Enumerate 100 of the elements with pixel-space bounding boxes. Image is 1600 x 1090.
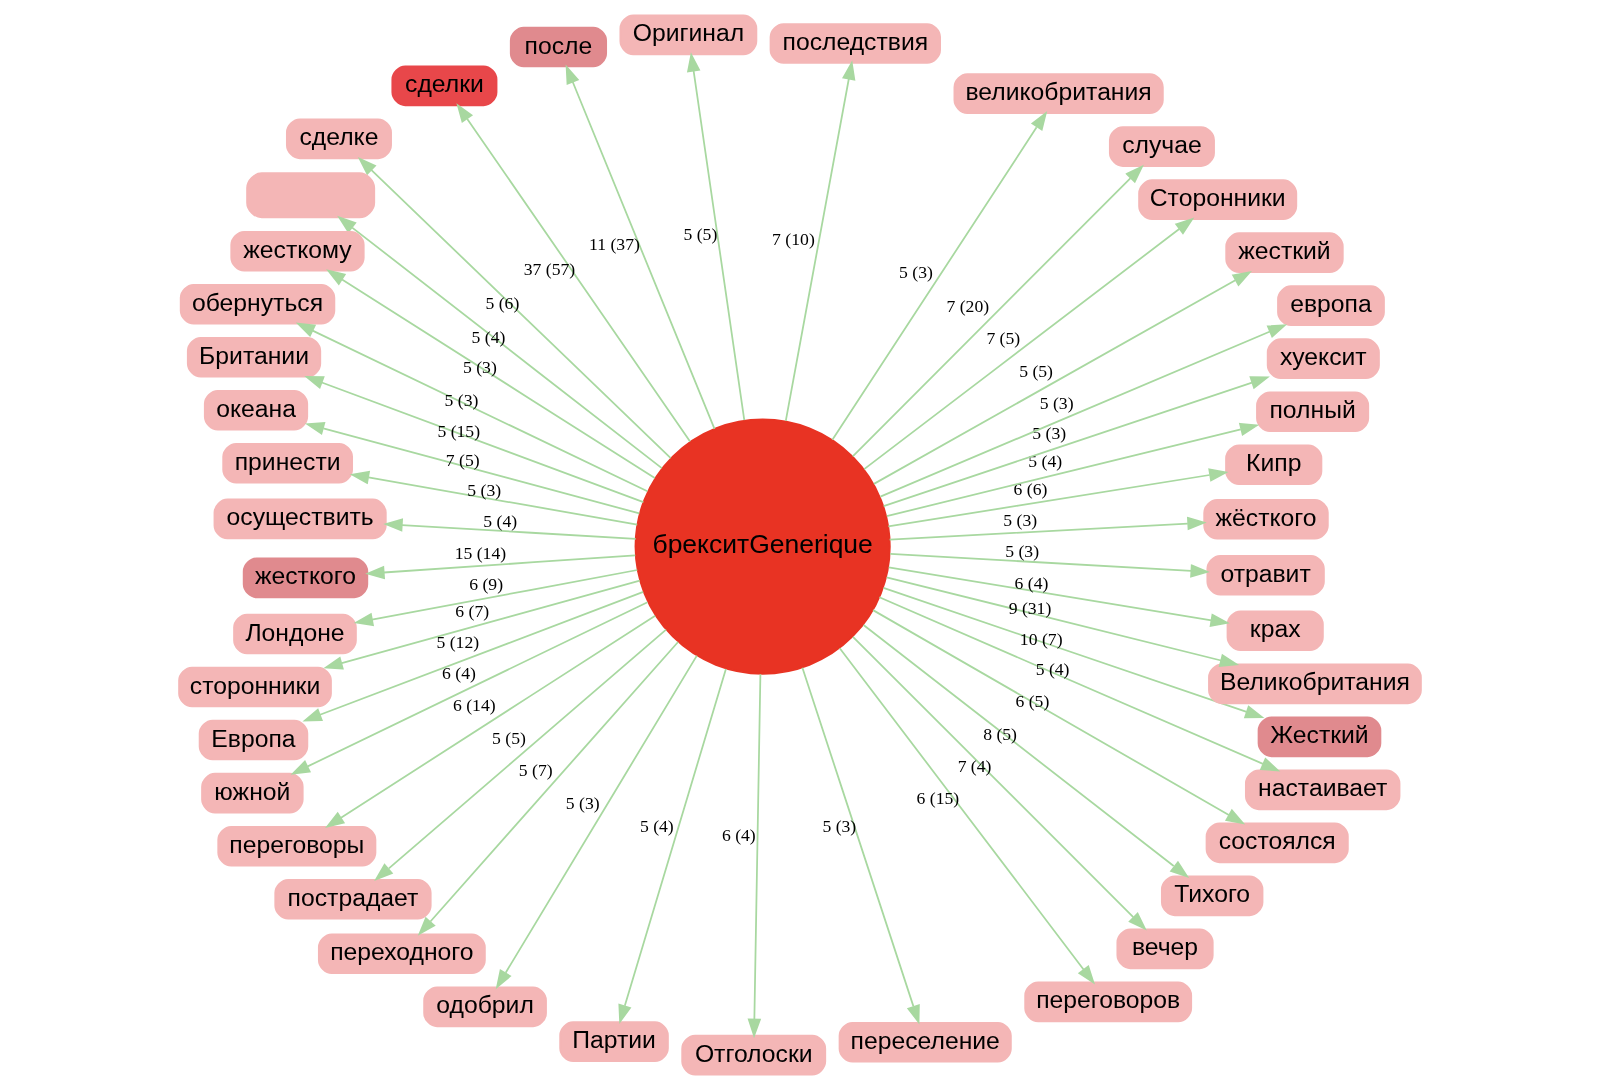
arrow	[618, 668, 727, 1025]
node-box: полный	[1256, 391, 1370, 433]
edge-label: 8 (5)	[983, 724, 1017, 745]
edge-label: 6 (4)	[1014, 572, 1049, 593]
edge-label: 6 (5)	[1015, 691, 1050, 712]
edge-label: 37 (57)	[523, 258, 576, 279]
node-box: одобрил	[423, 986, 547, 1028]
arrow	[353, 569, 639, 627]
arrow	[862, 624, 1190, 878]
arrow	[885, 422, 1260, 517]
arrow	[325, 614, 657, 829]
node-box: Кипр	[1225, 444, 1323, 486]
edge-label: 6 (15)	[916, 787, 960, 808]
arrow	[863, 217, 1195, 471]
arrow	[323, 579, 641, 670]
arrow	[882, 376, 1270, 507]
arrow	[304, 375, 645, 504]
arrow	[851, 164, 1144, 458]
edge-label: 5 (6)	[485, 292, 520, 313]
edge-label: 7 (10)	[772, 228, 815, 249]
node-box: Тихого	[1160, 875, 1264, 917]
node-box: европа	[1277, 285, 1385, 326]
arrow	[290, 601, 649, 775]
node-box: принести	[222, 443, 353, 484]
edge-label: 5 (3)	[1039, 392, 1074, 413]
arrow	[872, 609, 1246, 825]
arrow	[295, 322, 649, 493]
arrow	[831, 111, 1048, 441]
node-box: случае	[1108, 126, 1215, 167]
edge-label: 10 (7)	[1019, 628, 1063, 649]
arrow	[882, 586, 1265, 719]
edge-label: 6 (6)	[1013, 479, 1048, 500]
node-circle: брекситGenerique	[634, 418, 891, 675]
node-box: крах	[1226, 610, 1324, 652]
edge-label: 5 (3)	[444, 389, 479, 410]
node-box: Оригинал	[619, 14, 758, 56]
edge-label: 5 (4)	[639, 816, 674, 837]
arrow	[686, 52, 746, 421]
arrow	[888, 516, 1207, 541]
edge-label: 6 (4)	[442, 663, 476, 684]
edge-label: 5 (4)	[483, 510, 518, 531]
edge-label: 6 (9)	[469, 573, 504, 594]
node-box: жесткого	[242, 557, 369, 599]
edge-label: 5 (3)	[1003, 510, 1038, 531]
node-box: обернуться	[179, 283, 336, 325]
edge-label: 6 (4)	[721, 825, 756, 846]
node-box: Партии	[559, 1021, 669, 1062]
arrow	[383, 518, 637, 540]
node-box	[246, 172, 376, 219]
edge-label: 5 (5)	[492, 727, 526, 748]
edge-label: 5 (3)	[467, 479, 502, 500]
node-box: Британии	[186, 336, 322, 378]
edge-label: 7 (4)	[957, 755, 992, 776]
node-box: жесткий	[1225, 232, 1344, 273]
node-box: переходного	[317, 933, 486, 975]
edge-label: 11 (37)	[589, 234, 640, 254]
arrow	[565, 64, 716, 430]
edge-label: 5 (12)	[436, 632, 480, 653]
arrow	[349, 470, 639, 526]
node-box: Лондоне	[233, 613, 357, 655]
node-box: Европа	[198, 719, 309, 761]
node-box: хуексит	[1266, 338, 1380, 379]
edge-label: 6 (7)	[455, 600, 490, 621]
node-box: Великобритания	[1208, 663, 1422, 705]
node-box: настаивает	[1244, 769, 1401, 811]
edge-label: 5 (5)	[1019, 360, 1054, 381]
edge-label: 5 (3)	[1032, 423, 1067, 443]
node-box: Жесткий	[1257, 716, 1382, 758]
arrow	[304, 421, 641, 515]
edge-label: 5 (4)	[471, 326, 506, 347]
edge-label: 6 (14)	[452, 695, 496, 716]
node-box: переселение	[838, 1021, 1012, 1063]
arrow	[801, 666, 920, 1025]
edge-label: 5 (4)	[1035, 659, 1070, 680]
node-box: жесткому	[230, 230, 365, 272]
edge-label: 5 (3)	[462, 357, 497, 378]
node-box: Отголоски	[681, 1034, 827, 1076]
arrow	[374, 628, 667, 882]
edge-label: 5 (3)	[565, 792, 600, 813]
node-box: после	[509, 26, 608, 68]
node-box: жёсткого	[1203, 498, 1329, 540]
node-box: южной	[201, 772, 304, 814]
node-box: отравит	[1206, 554, 1325, 596]
arrow	[784, 60, 856, 422]
edge-label: 7 (5)	[445, 449, 480, 470]
arrow	[357, 156, 672, 459]
arrow	[879, 324, 1288, 498]
node-box: Сторонники	[1138, 179, 1298, 220]
arrow	[889, 552, 1210, 578]
node-box: переговоров	[1024, 981, 1193, 1023]
node-box: состоялся	[1205, 822, 1349, 864]
edge-label: 15 (14)	[454, 542, 507, 563]
node-box: осуществить	[213, 498, 387, 540]
node-box: сделки	[391, 65, 498, 107]
node-box: великобритания	[953, 73, 1164, 114]
node-box: последствия	[769, 23, 941, 64]
node-box: пострадает	[274, 878, 432, 920]
arrow	[302, 591, 645, 722]
arrow	[887, 566, 1230, 627]
node-box: переговоры	[217, 825, 377, 867]
